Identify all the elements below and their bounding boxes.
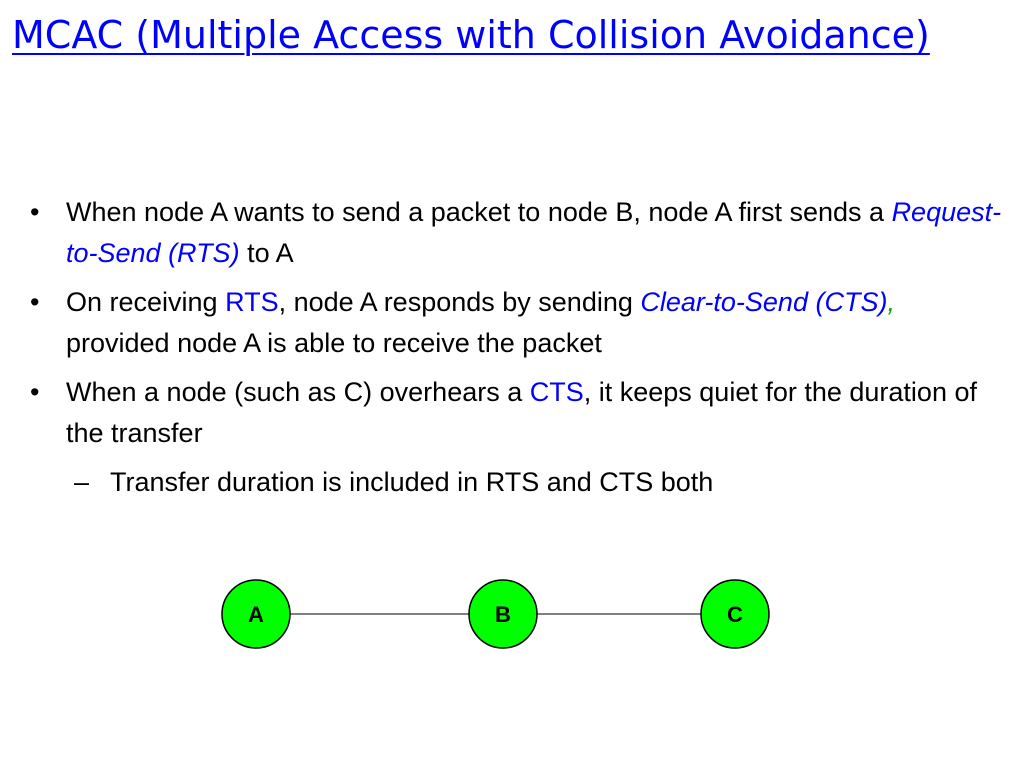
bullet-2-tail: provided node A is able to receive the p…	[66, 328, 602, 358]
bullet-2-middle: , node A responds by sending	[278, 287, 641, 317]
bullet-1-tail: to A	[239, 238, 294, 268]
bullet-marker: •	[30, 197, 40, 227]
sub-bullet: – Transfer duration is included in RTS a…	[30, 462, 1005, 503]
node-a-circle	[221, 579, 291, 649]
node-b-circle	[468, 579, 538, 649]
node-a: A	[221, 579, 291, 649]
node-b-label: B	[495, 602, 511, 627]
node-b: B	[468, 579, 538, 649]
node-diagram: A B C	[221, 579, 770, 649]
slide-title: MCAC (Multiple Access with Collision Avo…	[12, 13, 930, 57]
node-c-circle	[700, 579, 770, 649]
rts-term: Request-to-Send (RTS)	[66, 197, 1002, 268]
cts-term: Clear-to-Send (CTS)	[640, 287, 888, 317]
node-c-label: C	[727, 602, 743, 627]
bullet-3-text: When a node (such as C) overhears a	[66, 377, 530, 407]
bullet-list: • When node A wants to send a packet to …	[30, 192, 1005, 503]
cts-abbrev: CTS	[529, 377, 584, 407]
bullet-2: • On receiving RTS, node A responds by s…	[30, 282, 1005, 364]
node-c: C	[700, 579, 770, 649]
bullet-3-tail: , it keeps quiet for the duration of the…	[66, 377, 977, 448]
green-comma: ,	[887, 287, 895, 317]
rts-abbrev: RTS	[225, 287, 279, 317]
sub-bullet-text: Transfer duration is included in RTS and…	[110, 467, 714, 497]
sub-bullet-marker: –	[74, 467, 90, 497]
bullet-3: • When a node (such as C) overhears a CT…	[30, 372, 1005, 454]
bullet-1: • When node A wants to send a packet to …	[30, 192, 1005, 274]
bullet-1-text: When node A wants to send a packet to no…	[66, 197, 892, 227]
bullet-2-text: On receiving	[66, 287, 226, 317]
bullet-marker: •	[30, 287, 40, 317]
node-a-label: A	[248, 602, 264, 627]
bullet-marker: •	[30, 377, 40, 407]
